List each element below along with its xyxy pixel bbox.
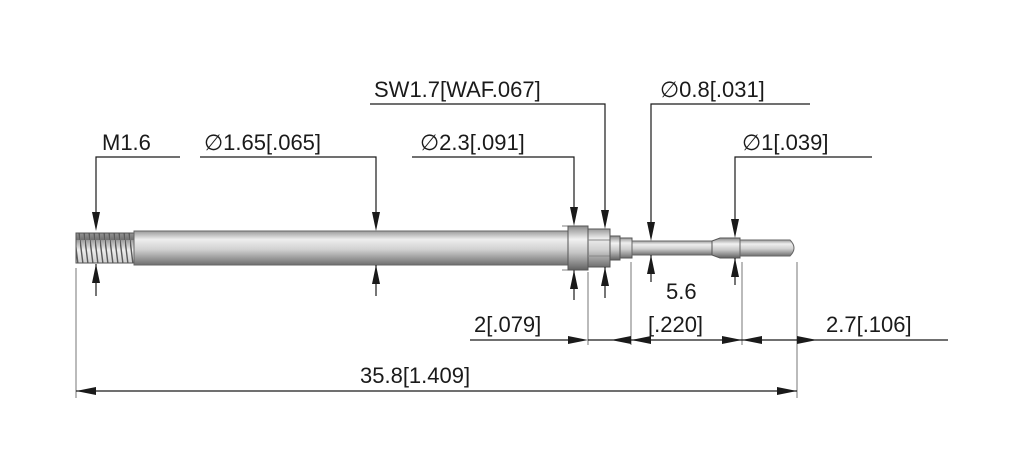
hex-nut	[587, 228, 611, 268]
label-dia-1: ∅1[.039]	[742, 130, 828, 155]
label-len-27: 2.7[.106]	[826, 312, 912, 337]
label-dia-08: ∅0.8[.031]	[660, 77, 765, 102]
label-len-2: 2[.079]	[474, 312, 541, 337]
label-m16: M1.6	[102, 130, 151, 155]
plunger-tip	[739, 239, 795, 257]
label-dia-23: ∅2.3[.091]	[420, 130, 525, 155]
dimension-labels: M1.6 ∅1.65[.065] ∅2.3[.091] SW1.7[WAF.06…	[102, 77, 912, 388]
plunger-thin	[631, 240, 713, 256]
label-sw17: SW1.7[WAF.067]	[374, 77, 541, 102]
label-dia-165: ∅1.65[.065]	[204, 130, 321, 155]
plunger-tip-base	[711, 237, 741, 259]
thread-section	[75, 232, 135, 264]
main-shaft	[133, 230, 569, 266]
label-len-358: 35.8[1.409]	[360, 363, 470, 388]
ring-2	[619, 237, 633, 259]
probe-part	[75, 225, 795, 271]
collar	[567, 225, 589, 271]
label-len-56-inch: [.220]	[648, 312, 703, 337]
label-len-56: 5.6	[666, 279, 697, 304]
ring-1	[609, 235, 621, 261]
dimension-lines	[75, 103, 948, 398]
